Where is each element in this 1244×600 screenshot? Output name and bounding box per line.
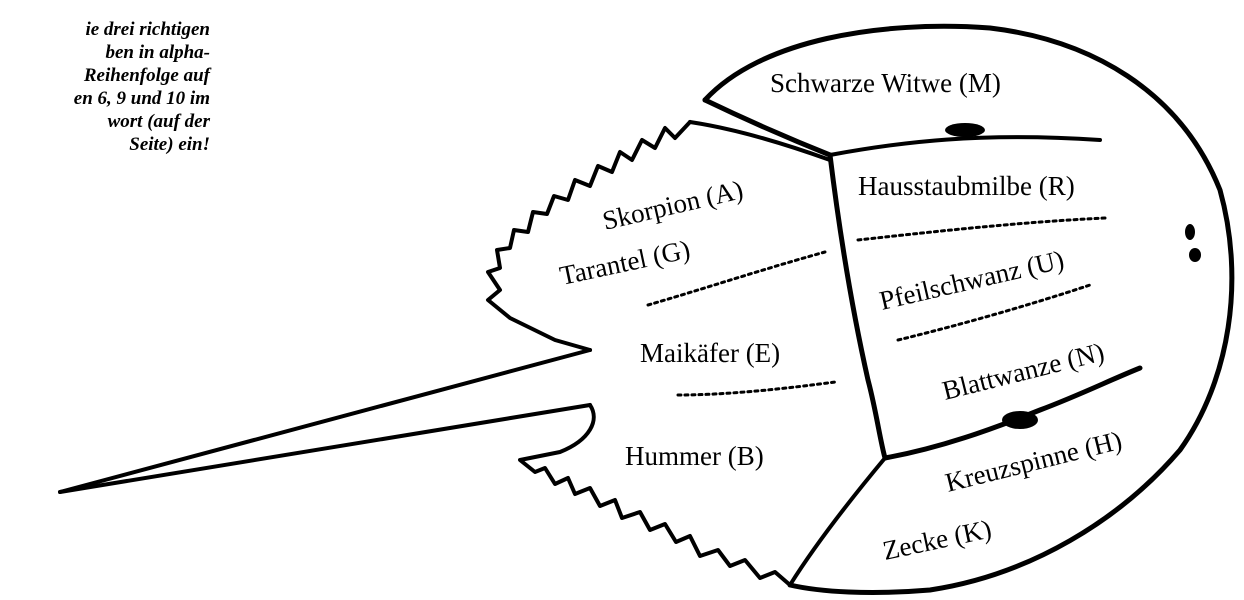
- label-pfeilschwanz: Pfeilschwanz (U): [877, 244, 1067, 316]
- instruction-line: ie drei richtigen: [85, 19, 210, 40]
- divider-zecke: [788, 456, 887, 587]
- tail-lower: [58, 403, 592, 494]
- ink-blot: [945, 123, 985, 137]
- divider-top: [828, 135, 1102, 157]
- divider-lower: [882, 365, 1143, 461]
- cap-inner-line: [688, 120, 832, 162]
- serrated-edge-lower: [518, 403, 792, 587]
- label-zecke: Zecke (K): [880, 514, 994, 566]
- label-skorpion: Skorpion (A): [600, 174, 746, 235]
- dotted-separator: [646, 250, 827, 307]
- tail-upper: [58, 348, 592, 494]
- label-tarantel: Tarantel (G): [557, 234, 693, 291]
- label-schwarze-witwe: Schwarze Witwe (M): [770, 68, 1001, 98]
- dotted-separator: [896, 283, 1092, 342]
- carapace-outline: [702, 23, 1235, 595]
- instruction-line: en 6, 9 und 10 im: [73, 88, 210, 109]
- dotted-separator: [856, 216, 1107, 242]
- ink-blot: [1189, 248, 1201, 262]
- serrated-edge-upper: [486, 120, 692, 352]
- label-hummer: Hummer (B): [625, 441, 764, 471]
- dotted-separator: [676, 380, 837, 397]
- instruction-line: wort (auf der: [107, 111, 210, 132]
- divider-vertical: [827, 152, 888, 461]
- ink-blot: [1185, 224, 1195, 240]
- label-maikaefer: Maikäfer (E): [640, 338, 780, 368]
- instruction-line: Seite) ein!: [129, 134, 210, 155]
- instruction-line: Reihenfolge auf: [83, 65, 210, 86]
- instruction-text: ie drei richtigen ben in alpha- Reihenfo…: [0, 18, 210, 156]
- ink-blot: [1002, 411, 1038, 429]
- label-hausstaubmilbe: Hausstaubmilbe (R): [858, 171, 1075, 201]
- cap-outline: [702, 97, 833, 158]
- instruction-line: ben in alpha-: [105, 42, 210, 63]
